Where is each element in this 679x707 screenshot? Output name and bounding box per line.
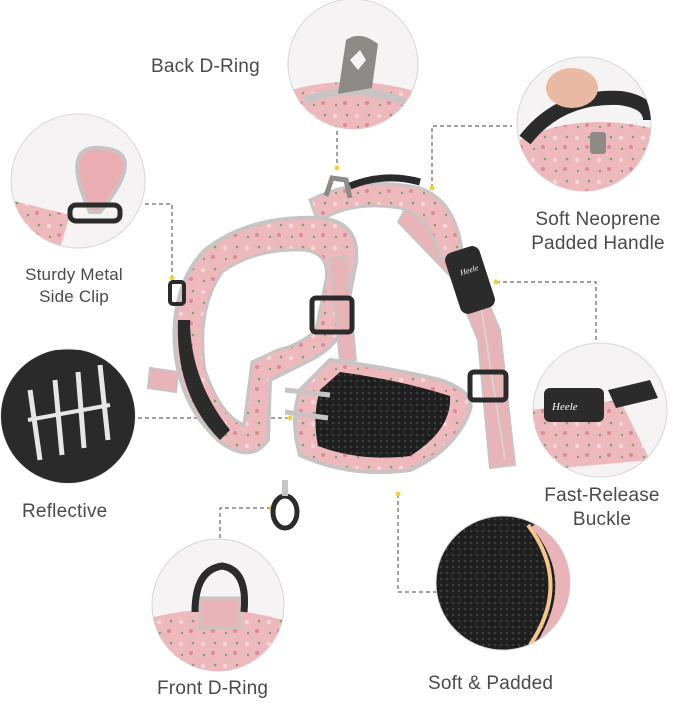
label-back-d-ring: Back D-Ring xyxy=(151,56,260,77)
detail-front-d-ring xyxy=(151,538,285,672)
label-buckle: Fast-Release Buckle xyxy=(532,484,672,532)
label-handle-line2: Padded Handle xyxy=(531,233,665,254)
label-padded: Soft & Padded xyxy=(428,673,554,694)
detail-back-d-ring xyxy=(287,0,419,130)
callout-line-padded xyxy=(397,494,438,593)
detail-buckle: Heele xyxy=(532,342,668,478)
detail-reflective xyxy=(0,348,136,484)
callout-line-handle xyxy=(431,125,512,188)
callout-line-front-d-ring xyxy=(219,507,272,538)
detail-handle xyxy=(516,56,652,192)
label-buckle-line1: Fast-Release xyxy=(544,485,660,506)
label-buckle-line2: Buckle xyxy=(572,509,632,530)
label-side-clip-line2: Side Clip xyxy=(39,287,109,306)
detail-side-clip xyxy=(10,113,146,249)
detail-padded xyxy=(435,515,571,651)
harness-main-image: Heele xyxy=(146,174,517,531)
label-side-clip: Sturdy Metal Side Clip xyxy=(6,264,142,308)
label-handle: Soft Neoprene Padded Handle xyxy=(518,208,678,256)
label-front-d-ring: Front D-Ring xyxy=(157,678,269,699)
label-side-clip-line1: Sturdy Metal xyxy=(25,265,123,284)
label-reflective: Reflective xyxy=(22,501,108,522)
callout-line-buckle xyxy=(496,281,597,350)
callout-line-side-clip xyxy=(145,203,173,278)
label-handle-line1: Soft Neoprene xyxy=(535,209,661,230)
buckle-brand-detail: Heele xyxy=(551,401,578,413)
